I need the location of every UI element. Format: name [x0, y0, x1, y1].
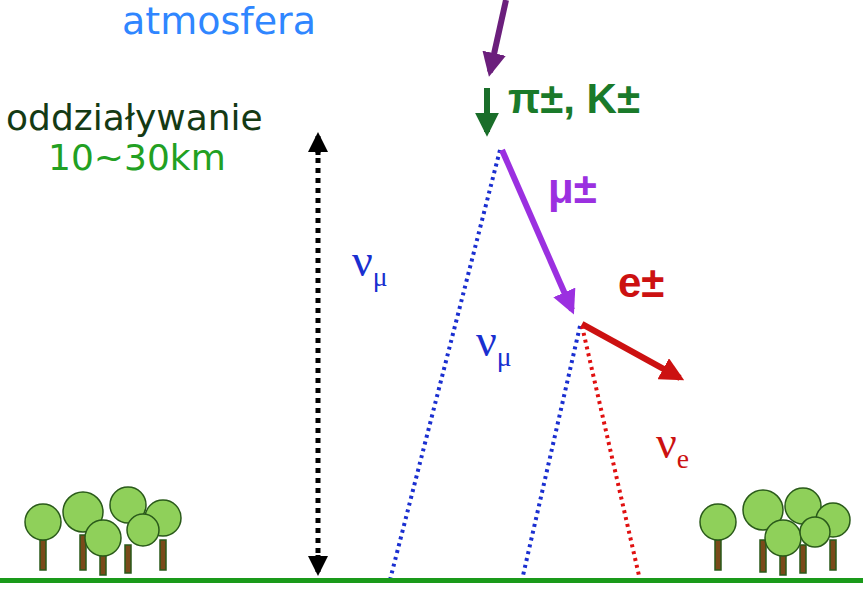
- dimension-label: 10~30km: [48, 140, 226, 176]
- nue-track: [582, 326, 640, 580]
- trees-right: [700, 488, 850, 575]
- height-line: [316, 148, 321, 560]
- particle-label: νe: [656, 420, 689, 472]
- numu-track: [390, 150, 500, 580]
- meson-arrow: [484, 88, 490, 132]
- numu-track: [522, 326, 580, 580]
- electron-arrow: [582, 324, 680, 378]
- ground-line: [0, 578, 863, 583]
- particle-label: e±: [618, 262, 664, 304]
- primary-arrow: [490, 0, 506, 72]
- trees-left: [25, 487, 181, 575]
- height-head-up: [316, 136, 321, 155]
- particle-label: νμ: [352, 238, 388, 290]
- particle-label: νμ: [476, 318, 512, 370]
- particle-label: π±, K±: [508, 78, 640, 120]
- height-label: oddziaływanie: [6, 100, 263, 136]
- region-label: atmosfera: [122, 2, 316, 40]
- particle-label: μ±: [548, 168, 597, 210]
- height-head-down: [316, 555, 321, 572]
